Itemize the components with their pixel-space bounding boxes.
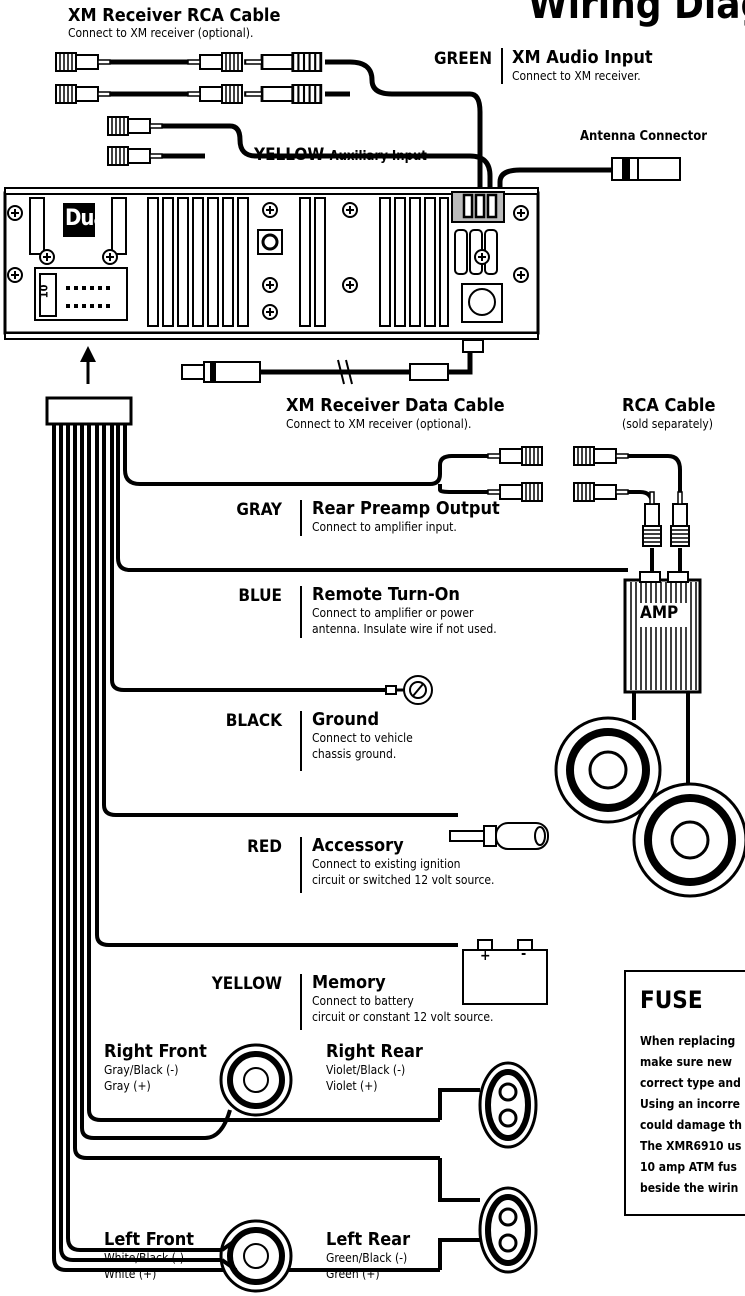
- xm-rca-sub: Connect to XM receiver (optional).: [68, 26, 254, 40]
- aux-color: YELLOW: [254, 145, 325, 165]
- wire-yellow-line-1: Connect to battery: [312, 994, 414, 1008]
- xm-audio-color: GREEN: [433, 49, 492, 69]
- wire-blue-color: BLUE: [238, 586, 282, 606]
- xm-data-cable: [181, 339, 484, 385]
- rca-cable-sub: (sold separately): [622, 417, 713, 431]
- antenna-label: Antenna Connector: [580, 129, 708, 144]
- fuse-line-2: make sure new: [640, 1055, 732, 1069]
- wire-black-color: BLACK: [225, 711, 282, 731]
- page-title: Wiring Diag: [528, 0, 745, 28]
- xm-audio-sub: Connect to XM receiver.: [512, 69, 641, 83]
- wire-yellow-divider: [300, 974, 302, 1030]
- wire-gray-color: GRAY: [236, 500, 282, 520]
- battery-minus: -: [521, 946, 527, 962]
- fuse-line-4: Using an incorre: [640, 1097, 740, 1111]
- ground-terminal: [385, 675, 433, 705]
- dual-logo: Dual: [65, 206, 113, 231]
- wire-red-color: RED: [247, 837, 282, 857]
- speaker-wire-stubs: [220, 1088, 480, 1272]
- fuse-heading: FUSE: [640, 986, 703, 1014]
- rca-plugs-mid: [487, 446, 690, 547]
- up-arrow: [80, 346, 96, 384]
- left-rear-heading: Left Rear: [326, 1229, 411, 1250]
- wire-yellow-heading: Memory: [312, 972, 386, 993]
- speaker-right-front: [219, 1043, 293, 1117]
- xm-rca-cable: [98, 59, 612, 198]
- wire-black-line-2: chassis ground.: [312, 747, 397, 761]
- amp-speakers: [554, 716, 745, 898]
- wire-black-heading: Ground: [312, 709, 380, 730]
- right-rear-neg: Violet/Black (-): [326, 1063, 406, 1077]
- harness-connector: [45, 396, 133, 426]
- fuse-line-8: beside the wirin: [640, 1181, 739, 1195]
- wire-gray-line-1: Connect to amplifier input.: [312, 520, 457, 534]
- rca-cable-heading: RCA Cable: [622, 395, 716, 416]
- speaker-left-front: [219, 1219, 293, 1293]
- right-rear-pos: Violet (+): [326, 1079, 378, 1093]
- fuse-line-1: When replacing: [640, 1034, 736, 1048]
- wire-gray-heading: Rear Preamp Output: [312, 498, 500, 519]
- ignition-key: [449, 822, 549, 850]
- fuse-line-7: 10 amp ATM fus: [640, 1160, 737, 1174]
- left-rear-pos: Green (+): [326, 1267, 380, 1281]
- antenna-connector: [611, 157, 681, 181]
- fuse-line-3: correct type and: [640, 1076, 741, 1090]
- xm-data-sub: Connect to XM receiver (optional).: [286, 417, 472, 431]
- wire-red-line-2: circuit or switched 12 volt source.: [312, 873, 495, 887]
- wire-black-divider: [300, 711, 302, 771]
- right-front-pos: Gray (+): [104, 1079, 151, 1093]
- harness-wires: [52, 424, 628, 1272]
- head-unit-chassis: [3, 187, 540, 340]
- wire-red-line-1: Connect to existing ignition: [312, 857, 461, 871]
- wire-red-divider: [300, 837, 302, 893]
- pin-label: 10: [37, 284, 51, 299]
- wire-blue-divider: [300, 586, 302, 638]
- xm-rca-heading: XM Receiver RCA Cable: [68, 5, 281, 26]
- fuse-box: [624, 970, 745, 1216]
- wire-black-line-1: Connect to vehicle: [312, 731, 413, 745]
- xm-audio-divider: [501, 48, 503, 84]
- wire-gray-divider: [300, 500, 302, 536]
- speaker-right-rear: [478, 1061, 538, 1149]
- right-front-neg: Gray/Black (-): [104, 1063, 179, 1077]
- left-rear-neg: Green/Black (-): [326, 1251, 408, 1265]
- right-rear-heading: Right Rear: [326, 1041, 423, 1062]
- xm-data-heading: XM Receiver Data Cable: [286, 395, 505, 416]
- wire-red-heading: Accessory: [312, 835, 404, 856]
- wire-blue-heading: Remote Turn-On: [312, 584, 460, 605]
- xm-audio-heading: XM Audio Input: [512, 47, 653, 68]
- battery: [462, 939, 548, 1005]
- amplifier: [623, 571, 702, 694]
- wire-blue-line-1: Connect to amplifier or power: [312, 606, 474, 620]
- wire-yellow-line-2: circuit or constant 12 volt source.: [312, 1010, 494, 1024]
- fuse-line-6: The XMR6910 us: [640, 1139, 742, 1153]
- wire-blue-line-2: antenna. Insulate wire if not used.: [312, 622, 497, 636]
- left-front-pos: White (+): [104, 1267, 157, 1281]
- fuse-line-5: could damage th: [640, 1118, 742, 1132]
- speaker-left-rear: [478, 1186, 538, 1274]
- amp-label: AMP: [640, 603, 679, 623]
- aux-label: YELLOW Auxiliary Input: [254, 145, 427, 166]
- left-front-heading: Left Front: [104, 1229, 195, 1250]
- left-front-neg: White/Black (-): [104, 1251, 184, 1265]
- amp-speaker-wires: [632, 692, 690, 790]
- battery-plus: +: [480, 948, 491, 964]
- right-front-heading: Right Front: [104, 1041, 207, 1062]
- wire-yellow-color: YELLOW: [211, 974, 282, 994]
- aux-heading: Auxiliary Input: [329, 149, 427, 164]
